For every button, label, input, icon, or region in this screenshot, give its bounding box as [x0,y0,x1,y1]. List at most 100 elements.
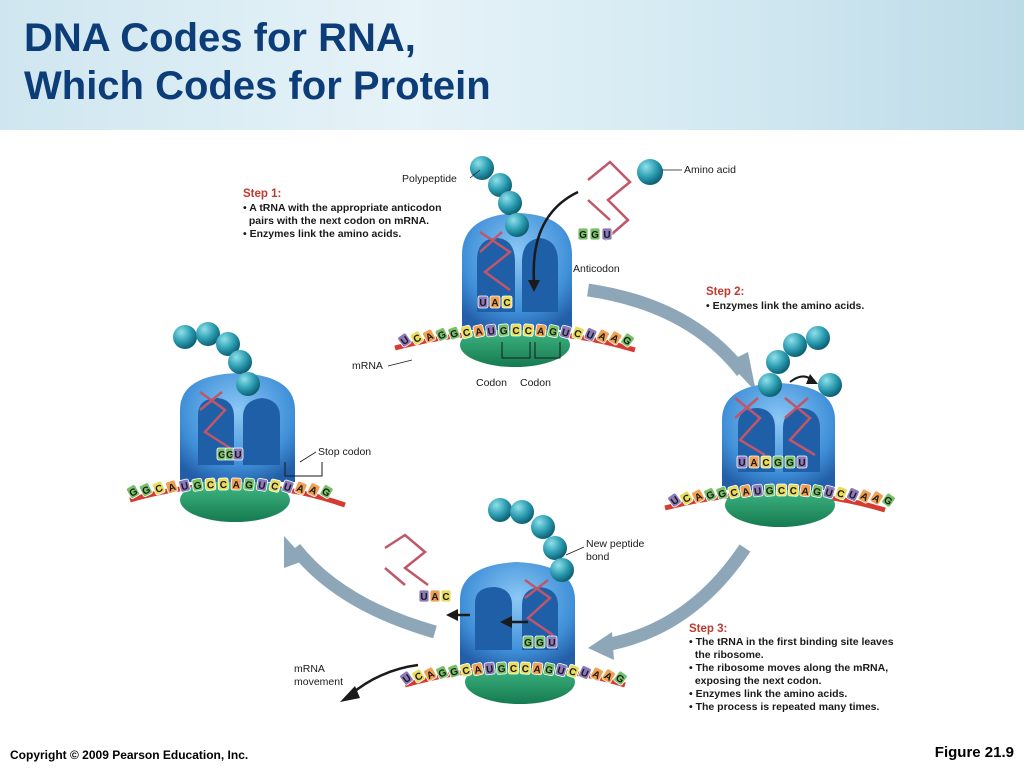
nucleotide-base: G [577,227,589,241]
nucleotide-letter: A [295,483,306,496]
label-mrna: mRNA [352,360,383,372]
nucleotide-letter: C [789,486,797,497]
nucleotide-letter: G [786,458,794,469]
nucleotide-base: C [204,477,217,492]
nucleotide-base: C [519,661,532,675]
nucleotide-letter: A [741,486,750,498]
nucleotide-letter: A [750,458,757,469]
binding-site-a-left [243,398,280,465]
slide-title: DNA Codes for RNA, Which Codes for Prote… [24,14,491,110]
nucleotide-base: A [423,666,438,682]
amino-acid [236,372,260,396]
trna-bound-top [479,230,513,292]
nucleotide-base: U [477,295,489,309]
amino-acid [470,156,494,180]
nucleotide-base: A [471,662,484,677]
nucleotide-letter: G [499,326,508,338]
nucleotide-base: U [796,455,808,469]
nucleotide-letter: U [180,481,190,493]
nucleotide-letter: C [835,488,846,501]
nucleotide-base: G [139,482,153,498]
nucleotide-base: C [760,455,772,469]
amino-acid [173,325,197,349]
nucleotide-base: U [255,477,269,492]
nucleotide-base: U [397,332,412,348]
nucleotide-base: C [409,330,424,346]
label-amino-acid: Amino acid [684,164,736,176]
figure-number: Figure 21.9 [934,744,1014,761]
nucleotide-letter: G [705,489,717,502]
title-banner: DNA Codes for RNA, Which Codes for Prote… [0,0,1024,130]
nucleotide-base: G [216,447,228,461]
cycle-arrow-head-1 [728,352,756,392]
nucleotide-letter: G [591,230,599,241]
title-line-2: Which Codes for Protein [24,64,491,108]
nucleotide-letter: C [572,328,583,341]
polypeptide-chain-left [173,322,260,396]
nucleotide-base: G [703,487,717,502]
trna-incoming-top [587,160,632,241]
nucleotide-letter: C [524,326,532,337]
nucleotide-base: U [736,455,748,469]
nucleotide-base: C [411,668,426,684]
nucleotide-base: U [578,665,592,680]
step-3-heading: Step 3: [689,623,727,635]
cycle-arrow-top-right [587,283,748,377]
trna-right-1 [734,397,766,457]
amino-acid [196,322,220,346]
nucleotide-base: C [508,661,519,675]
stop-codon-leader [299,451,317,463]
amino-acid [488,173,512,197]
nucleotide-letter: G [548,326,558,338]
amino-acid [806,326,830,350]
nucleotide-letter: U [579,667,590,680]
nucleotide-base: G [434,327,449,342]
nucleotide-base: G [497,323,510,338]
nucleotide-base: A [799,483,812,498]
nucleotide-letter: C [220,480,228,491]
nucleotide-letter: G [524,638,532,649]
step-1-line-2: pairs with the next codon on mRNA. [243,215,429,227]
nucleotide-base: G [191,477,204,492]
nucleotide-letter: U [824,487,834,500]
mrna-movement-arrowhead [340,686,360,702]
nucleotide-letter: C [521,664,529,675]
nucleotide-letter: A [491,298,498,309]
nucleotide-base: U [485,323,498,338]
amino-acid [550,558,574,582]
nucleotide-letter: C [413,671,425,684]
label-polypeptide: Polypeptide [402,173,457,185]
peptide-link-arrowhead [806,374,818,384]
label-anticodon: Anticodon [573,263,620,275]
nucleotide-letter: U [738,458,745,469]
nucleotide-base: A [489,295,501,309]
nucleotide-base: C [268,478,282,493]
nucleotide-letter: A [536,326,545,338]
nucleotide-letter: C [681,493,693,506]
nucleotide-base: C [440,589,452,603]
trna-entry-arrow [532,190,579,283]
nucleotide-letter: G [544,664,554,676]
copyright-notice: Copyright © 2009 Pearson Education, Inc. [10,748,249,762]
nucleotide-base: A [857,488,872,504]
cycle-arrow-bottom-left [289,543,437,639]
nucleotide-base: A [608,330,623,346]
step-1-line-3: • Enzymes link the amino acids. [243,228,401,240]
nucleotide-letter: C [412,333,424,346]
step-3-line-4: exposing the next codon. [689,675,822,687]
label-new-peptide-bond-1: New peptide [586,538,645,550]
nucleotide-base: G [547,324,560,339]
nucleotide-base: C [522,323,535,337]
nucleotide-letter: U [487,326,496,338]
nucleotide-letter: C [503,298,510,309]
nucleotide-base: U [601,227,613,241]
polypeptide-chain-top [470,156,529,237]
nucleotide-letter: G [717,488,728,501]
nucleotide-base: C [727,484,741,500]
step-3-line-1: • The tRNA in the first binding site lea… [689,636,894,648]
